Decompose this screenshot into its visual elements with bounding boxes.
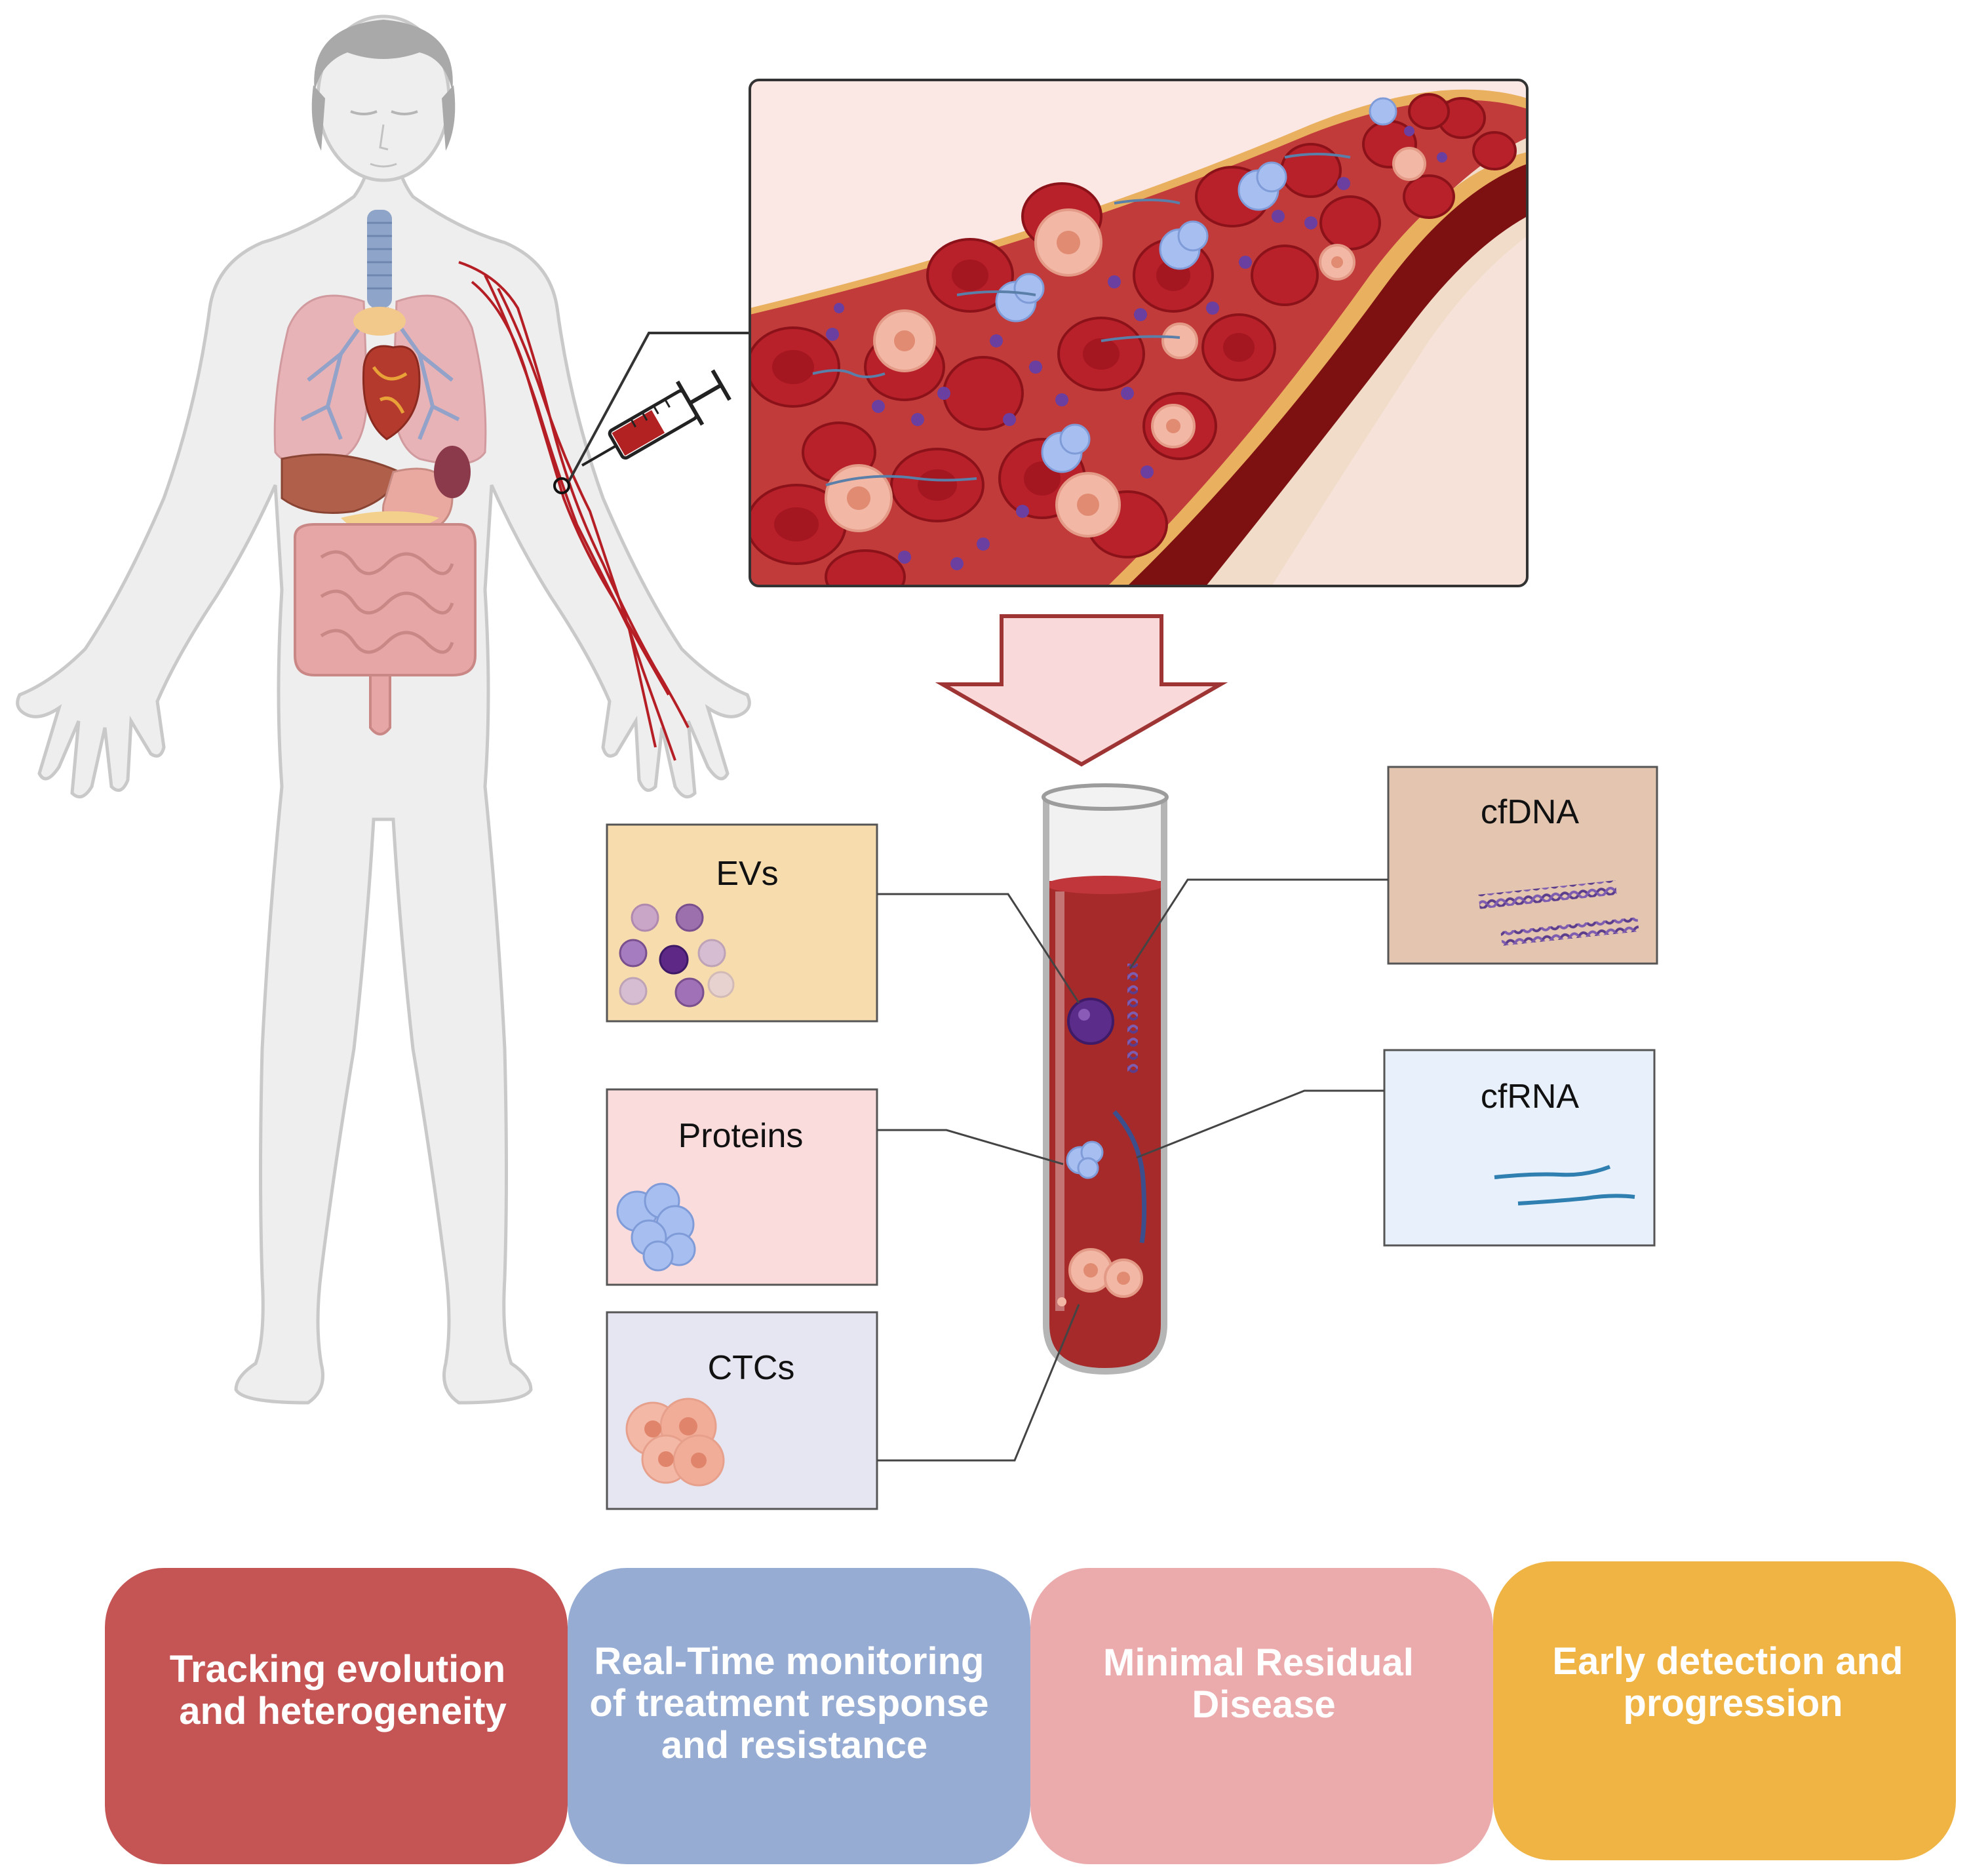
tile-mrd-line1: Minimal Residual — [1103, 1641, 1414, 1684]
svg-text:Real-Time monitoring o: Real-Time monitoring of treatment respon… — [589, 1640, 999, 1767]
ctc-cluster-icon — [625, 1397, 725, 1487]
application-tile-monitoring: Real-Time monitoring of treatment respon… — [568, 1568, 1030, 1864]
cfrna-box: cfRNA — [1383, 1049, 1656, 1247]
blood-collection-tube-icon — [1042, 783, 1169, 1375]
cfrna-label: cfRNA — [1481, 1078, 1580, 1116]
application-tile-mrd: Minimal Residual Disease — [1030, 1568, 1493, 1864]
tube-cfrna-strand — [1112, 1110, 1147, 1243]
cfdna-label: cfDNA — [1481, 793, 1580, 831]
evs-box: EVs — [606, 823, 878, 1023]
tube-ev-particle — [1067, 998, 1114, 1045]
svg-text:Tracking evolution and: Tracking evolution and heterogeneity — [170, 1648, 517, 1732]
rna-strand-icon — [1494, 1165, 1635, 1205]
proteins-label: Proteins — [678, 1117, 804, 1155]
tube-protein-cluster — [1066, 1141, 1104, 1179]
tile-early-line1: Early detection and — [1552, 1640, 1903, 1683]
tile-monitoring-line2: of treatment response — [589, 1682, 988, 1725]
protein-cluster-icon — [616, 1182, 696, 1272]
down-arrow-icon — [935, 614, 1228, 767]
cfdna-box: cfDNA — [1387, 766, 1658, 965]
connector-lines — [877, 878, 1388, 1462]
application-tile-tracking: Tracking evolution and heterogeneity — [105, 1568, 568, 1864]
blood-syringe-icon — [581, 369, 731, 467]
ctcs-label: CTCs — [708, 1349, 795, 1387]
proteins-box: Proteins — [606, 1088, 878, 1286]
tile-early-line2: progression — [1623, 1682, 1842, 1725]
application-tiles: Tracking evolution and heterogeneity Rea… — [105, 1561, 1956, 1864]
ev-particles-icon — [619, 903, 735, 1007]
svg-text:Minimal Residual Disea: Minimal Residual Disease — [1103, 1641, 1424, 1726]
zoom-leader-line — [568, 332, 755, 482]
application-tile-early-detection: Early detection and progression — [1493, 1561, 1956, 1860]
svg-text:Early detection and pr: Early detection and progression — [1552, 1640, 1913, 1725]
evs-label: EVs — [716, 855, 778, 893]
tube-cfdna-strand — [1127, 964, 1138, 1075]
human-body-with-organs-icon — [16, 14, 751, 1405]
tube-ctc-cells — [1057, 1248, 1143, 1306]
tile-monitoring-line1: Real-Time monitoring — [594, 1640, 984, 1683]
tile-tracking-line1: Tracking evolution — [170, 1648, 505, 1690]
tile-mrd-line2: Disease — [1192, 1683, 1335, 1726]
tile-monitoring-line3: and resistance — [661, 1724, 927, 1767]
ctcs-box: CTCs — [606, 1311, 878, 1510]
blood-vessel-zoom-view — [749, 79, 1529, 587]
tile-tracking-line2: and heterogeneity — [179, 1690, 507, 1732]
dna-helix-icon — [1478, 880, 1639, 946]
